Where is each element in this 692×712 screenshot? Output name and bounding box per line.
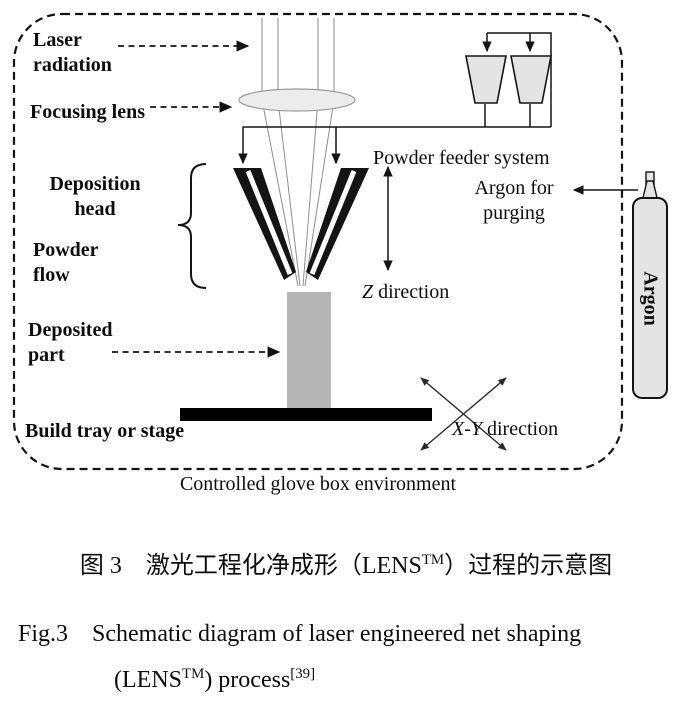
argon-cylinder (632, 171, 668, 399)
deposition-head-brace (177, 163, 207, 289)
build-tray-label: Build tray or stage (25, 420, 185, 442)
argon-cylinder-label: Argon (633, 198, 667, 398)
caption-chinese: 图 3 激光工程化净成形（LENSTM）过程的示意图 (0, 552, 692, 581)
powder-feed-lines (238, 32, 552, 165)
focusing-lens-shape (238, 88, 356, 112)
laser-radiation-label: Laser radiation (33, 29, 112, 76)
caption-zh-suffix: ）过程的示意图 (444, 553, 613, 579)
argon-purging-label: Argon for purging (474, 177, 554, 224)
focusing-lens-label: Focusing lens (30, 101, 146, 123)
nozzle-channel-right (309, 170, 357, 275)
nozzle-channel-left (245, 170, 293, 275)
caption-reference-superscript: [39] (290, 666, 316, 682)
deposited-part-label: Deposited part (28, 319, 113, 366)
glove-box-border (12, 12, 624, 471)
caption-figure-number: Fig.3 (18, 621, 69, 647)
deposited-part-shape (287, 292, 331, 408)
hopper-left (465, 55, 507, 104)
powder-flow-label: Powder flow (33, 239, 99, 286)
xy-direction-word: direction (482, 418, 559, 440)
xy-direction-letters: X-Y (452, 418, 482, 440)
deposition-head-shape (233, 168, 369, 280)
caption-zh-prefix: 图 3 激光工程化净成形（LENS (79, 553, 422, 579)
xy-arrow-2 (420, 377, 507, 451)
glove-box-label: Controlled glove box environment (179, 473, 457, 495)
argon-cylinder-text: Argon (639, 270, 662, 326)
caption-english-line2: (LENSTM) process[39] (114, 666, 315, 695)
feeder-supply-line (487, 32, 552, 127)
powder-feeder-system-label: Powder feeder system (373, 147, 550, 169)
schematic-canvas (12, 12, 668, 471)
deposition-head-label: Deposition head (49, 173, 141, 220)
caption-process-text: ) process (204, 667, 291, 693)
z-direction-letter: Z (362, 281, 374, 303)
z-direction-word: direction (373, 281, 450, 303)
argon-cylinder-body (632, 197, 668, 399)
pointer-arrows (112, 40, 281, 358)
caption-tm-superscript: TM (182, 666, 205, 682)
caption-lens-prefix: (LENS (114, 667, 182, 693)
xy-direction-arrows (420, 377, 507, 451)
caption-english-text: Schematic diagram of laser engineered ne… (92, 621, 582, 647)
caption-zh-tm-superscript: TM (421, 552, 445, 568)
xy-direction-label: X-Y direction (452, 417, 558, 442)
z-direction-label: Z direction (362, 280, 449, 305)
powder-hoppers (465, 55, 552, 104)
build-tray-shape (180, 408, 432, 421)
caption-english-line1: Fig.3 Schematic diagram of laser engineer… (18, 620, 581, 649)
hopper-right (510, 55, 552, 104)
